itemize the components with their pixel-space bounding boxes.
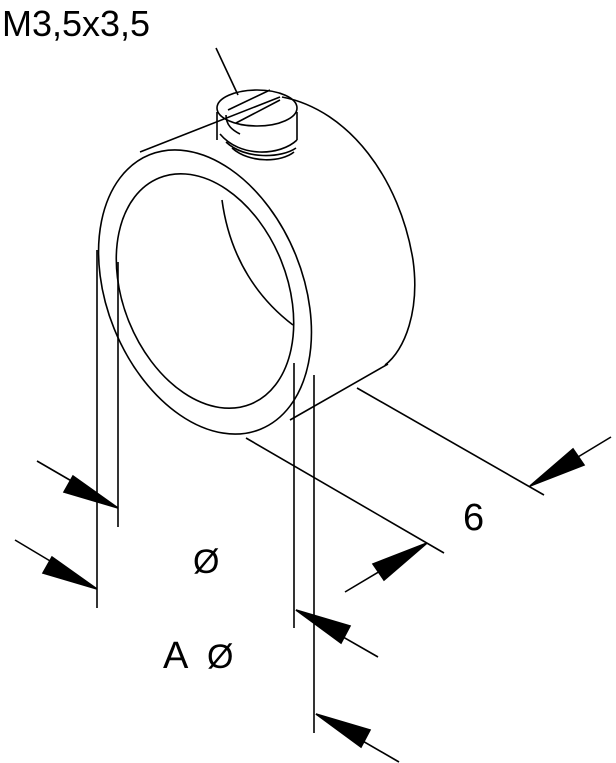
arrow-outer-left [14, 539, 98, 590]
ring-top-edge [139, 96, 281, 153]
arrow-inner-right [295, 609, 379, 658]
outer-diameter-prefix: A [163, 635, 189, 677]
ring-inner-bore-edge [221, 199, 294, 326]
screw-icon [216, 89, 298, 161]
ring-bottom-edge [289, 363, 389, 421]
ring-back-arc [281, 96, 416, 366]
extension-lines [96, 250, 545, 733]
arrow-width-lower [344, 542, 428, 593]
arrow-outer-right [315, 713, 400, 763]
screw-size-label: M3,5x3,5 [2, 3, 150, 44]
screw-leader-line [215, 47, 239, 96]
outer-diameter-symbol: Ø [207, 638, 233, 676]
width-dimension-label: 6 [463, 497, 484, 539]
dimension-arrows [14, 436, 612, 763]
ring-inner-face [115, 172, 295, 410]
inner-diameter-label: Ø [193, 543, 219, 581]
arrow-width-upper [529, 436, 612, 487]
ring-body [97, 96, 416, 435]
arrow-inner-left [36, 460, 119, 509]
ring-outer-face [97, 149, 313, 435]
